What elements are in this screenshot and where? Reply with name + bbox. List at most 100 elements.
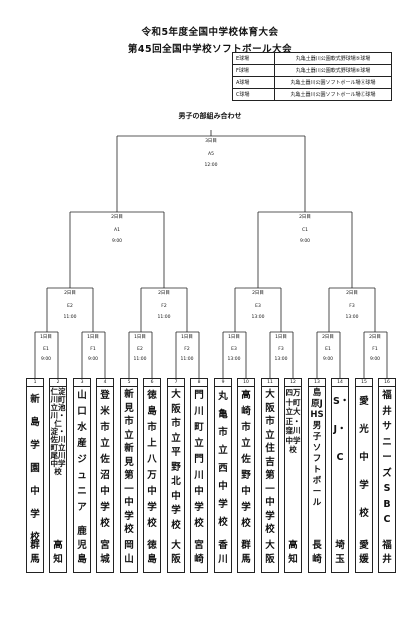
match-day: 1日目 <box>228 335 240 340</box>
match-time: 11:00 <box>133 357 147 362</box>
team-number: 16 <box>379 379 395 387</box>
team-name: 仁淀川町立池川・仁淀・佐川町立尾川中学校 <box>50 387 66 476</box>
team-prefecture: 大阪 <box>265 540 275 565</box>
match-time: 9:00 <box>40 357 52 362</box>
team-prefecture: 香川 <box>218 540 228 565</box>
team-number: 3 <box>74 379 90 387</box>
team-slot: 11 大阪市立住吉第一中学校 大阪 <box>261 378 279 573</box>
team-prefecture: 長崎 <box>312 540 322 565</box>
team-number: 15 <box>356 379 372 387</box>
match-time: 9:00 <box>87 357 99 362</box>
match-day: 2日目 <box>64 291 76 296</box>
team-name: S・J・C <box>333 396 350 463</box>
match-time: 9:00 <box>111 239 123 244</box>
bracket-heading: 男子の部組み合わせ <box>178 112 242 120</box>
team-slot: 2 仁淀川町立池川・仁淀・佐川町立尾川中学校 高知 <box>49 378 67 573</box>
team-slot: 7 大阪市立平野北中学校 大阪 <box>167 378 185 573</box>
match-field: F3 <box>349 304 355 309</box>
team-number: 6 <box>144 379 160 387</box>
team-name: 徳島市上八万中学校 <box>147 390 157 529</box>
match-field: F3 <box>278 347 284 352</box>
team-slot: 16 福井サニーズSBC 福井 <box>378 378 396 573</box>
match-day: 2日目 <box>252 291 264 296</box>
match-field: E3 <box>255 304 261 309</box>
team-number: 9 <box>215 379 231 387</box>
match-field: E2 <box>137 347 143 352</box>
match-quarter: 2日目 F3 13:00 <box>330 290 374 321</box>
team-slot: 6 徳島市上八万中学校 徳島 <box>143 378 161 573</box>
match-final: 3日目 A5 12:00 <box>189 138 233 169</box>
team-number: 10 <box>238 379 254 387</box>
match-day: 1日目 <box>40 335 52 340</box>
match-round1: 1日目 E2 11:00 <box>118 334 162 363</box>
page-title: 令和5年度全国中学校体育大会 <box>141 27 279 38</box>
venue-row: C球場 丸亀土器川公園ソフトボール場Ⓒ球場 <box>232 88 392 101</box>
team-prefecture: 徳島 <box>147 540 157 565</box>
match-round1: 1日目 F2 11:00 <box>165 334 209 363</box>
team-slot: 3 山口水産ジュニア 鹿児島 <box>73 378 91 573</box>
team-name: 登米市立佐沼中学校 <box>100 390 110 529</box>
match-day: 1日目 <box>275 335 287 340</box>
match-day: 1日目 <box>87 335 99 340</box>
team-slot: 8 門川町立門川中学校 宮崎 <box>190 378 208 573</box>
match-quarter: 2日目 E2 11:00 <box>48 290 92 321</box>
match-time: 11:00 <box>63 315 77 320</box>
page-subtitle: 第45回全国中学校ソフトボール大会 <box>127 44 293 55</box>
team-slot: 10 高崎市立佐野中学校 群馬 <box>237 378 255 573</box>
team-slot: 13 島原JHS男子ソフトボール 長崎 <box>308 378 326 573</box>
match-time: 13:00 <box>345 315 359 320</box>
team-name: 愛光中学校 <box>359 396 369 519</box>
team-prefecture: 福井 <box>382 540 392 565</box>
match-quarter: 2日目 E3 13:00 <box>236 290 280 321</box>
venue-row: F球場 丸亀土器川公園軟式野球場⑥球場 <box>232 64 392 77</box>
match-day: 2日目 <box>158 291 170 296</box>
team-number: 12 <box>285 379 301 387</box>
team-slot: 1 新島学園中学校 群馬 <box>26 378 44 573</box>
match-field: A5 <box>208 152 214 157</box>
match-time: 13:00 <box>274 357 288 362</box>
match-field: A1 <box>114 228 120 233</box>
match-round1: 2日目 E1 9:00 <box>306 334 350 363</box>
team-number: 4 <box>97 379 113 387</box>
team-name: 大阪市立住吉第一中学校 <box>265 389 275 535</box>
team-number: 7 <box>168 379 184 387</box>
team-slot: 12 四万十町立大正・窪川中学校 高知 <box>284 378 302 573</box>
match-time: 12:00 <box>204 163 218 168</box>
team-prefecture: 高知 <box>53 540 63 565</box>
team-prefecture: 埼玉 <box>335 540 345 565</box>
match-day: 2日目 <box>299 215 311 220</box>
match-day: 2日目 <box>322 335 334 340</box>
team-name: 島原JHS男子ソフトボール <box>310 388 324 508</box>
team-slot: 14 S・J・C 埼玉 <box>331 378 349 573</box>
match-field: F2 <box>161 304 167 309</box>
match-field: C1 <box>301 228 308 233</box>
team-number: 1 <box>27 379 43 387</box>
match-semi: 2日目 A1 9:00 <box>95 214 139 245</box>
team-number: 13 <box>309 379 325 387</box>
match-round1: 1日目 F1 9:00 <box>71 334 115 363</box>
team-number: 2 <box>50 379 66 387</box>
match-day: 1日目 <box>134 335 146 340</box>
match-time: 9:00 <box>299 239 311 244</box>
team-prefecture: 群馬 <box>241 540 251 565</box>
match-field: E1 <box>43 347 49 352</box>
match-day: 2日目 <box>346 291 358 296</box>
match-round1: 2日目 F1 9:00 <box>353 334 397 363</box>
match-time: 13:00 <box>227 357 241 362</box>
team-prefecture: 岡山 <box>124 540 134 565</box>
team-slot: 4 登米市立佐沼中学校 宮城 <box>96 378 114 573</box>
match-day: 2日目 <box>369 335 381 340</box>
team-name: 新見市立新見第一中学校 <box>124 389 134 535</box>
team-name: 四万十町立大正・窪川中学校 <box>285 388 301 454</box>
match-round1: 1日目 E3 13:00 <box>212 334 256 363</box>
team-slot: 15 愛光中学校 愛媛 <box>355 378 373 573</box>
team-prefecture: 群馬 <box>30 540 40 565</box>
match-round1: 1日目 E1 9:00 <box>24 334 68 363</box>
team-name: 高崎市立佐野中学校 <box>241 390 251 529</box>
team-number: 11 <box>262 379 278 387</box>
team-name: 福井サニーズSBC <box>382 390 392 525</box>
match-time: 11:00 <box>157 315 171 320</box>
venue-row: E球場 丸亀土器川公園軟式野球場⑤球場 <box>232 52 392 65</box>
venue-name: 丸亀土器川公園ソフトボール場Ⓒ球場 <box>274 88 392 101</box>
team-name: 新島学園中学校 <box>30 394 40 543</box>
